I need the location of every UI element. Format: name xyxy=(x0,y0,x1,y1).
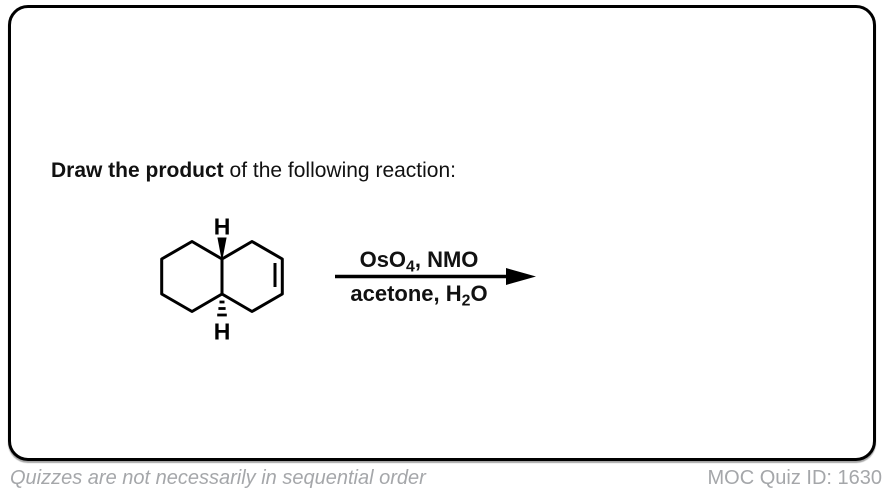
prompt-bold-text: Draw the product xyxy=(51,159,224,182)
cyclohexene-ring xyxy=(220,240,284,313)
reagent-nmo-text: , NMO xyxy=(414,247,479,272)
solvent-acetone-text: acetone, H xyxy=(350,281,462,306)
reagent-oso4-subscript: 4 xyxy=(406,258,415,276)
reaction-arrow xyxy=(335,268,536,285)
stereo-h-bottom-label: H xyxy=(214,319,231,345)
cyclohexane-ring xyxy=(160,240,224,313)
reactant-structure: H H xyxy=(160,214,284,345)
solvent-below-arrow: acetone, H2O xyxy=(334,281,504,310)
footer-note: Quizzes are not necessarily in sequentia… xyxy=(10,467,426,489)
reagents-above-arrow: OsO4, NMO xyxy=(334,247,504,276)
solvent-h2o-subscript: 2 xyxy=(461,292,471,310)
prompt-rest-text: of the following reaction: xyxy=(223,159,456,182)
wedge-bond xyxy=(217,237,227,260)
solvent-h2o-oxygen-text: O xyxy=(470,281,488,306)
quiz-id-label: MOC Quiz ID: 1630 xyxy=(707,467,882,489)
arrow-head xyxy=(506,268,536,285)
stereo-h-top-label: H xyxy=(214,214,231,240)
reagent-oso4-text: OsO xyxy=(359,247,407,272)
hash-bond xyxy=(217,300,227,317)
quiz-card: Draw the product of the following reacti… xyxy=(8,5,876,461)
prompt-line: Draw the product of the following reacti… xyxy=(51,158,456,183)
